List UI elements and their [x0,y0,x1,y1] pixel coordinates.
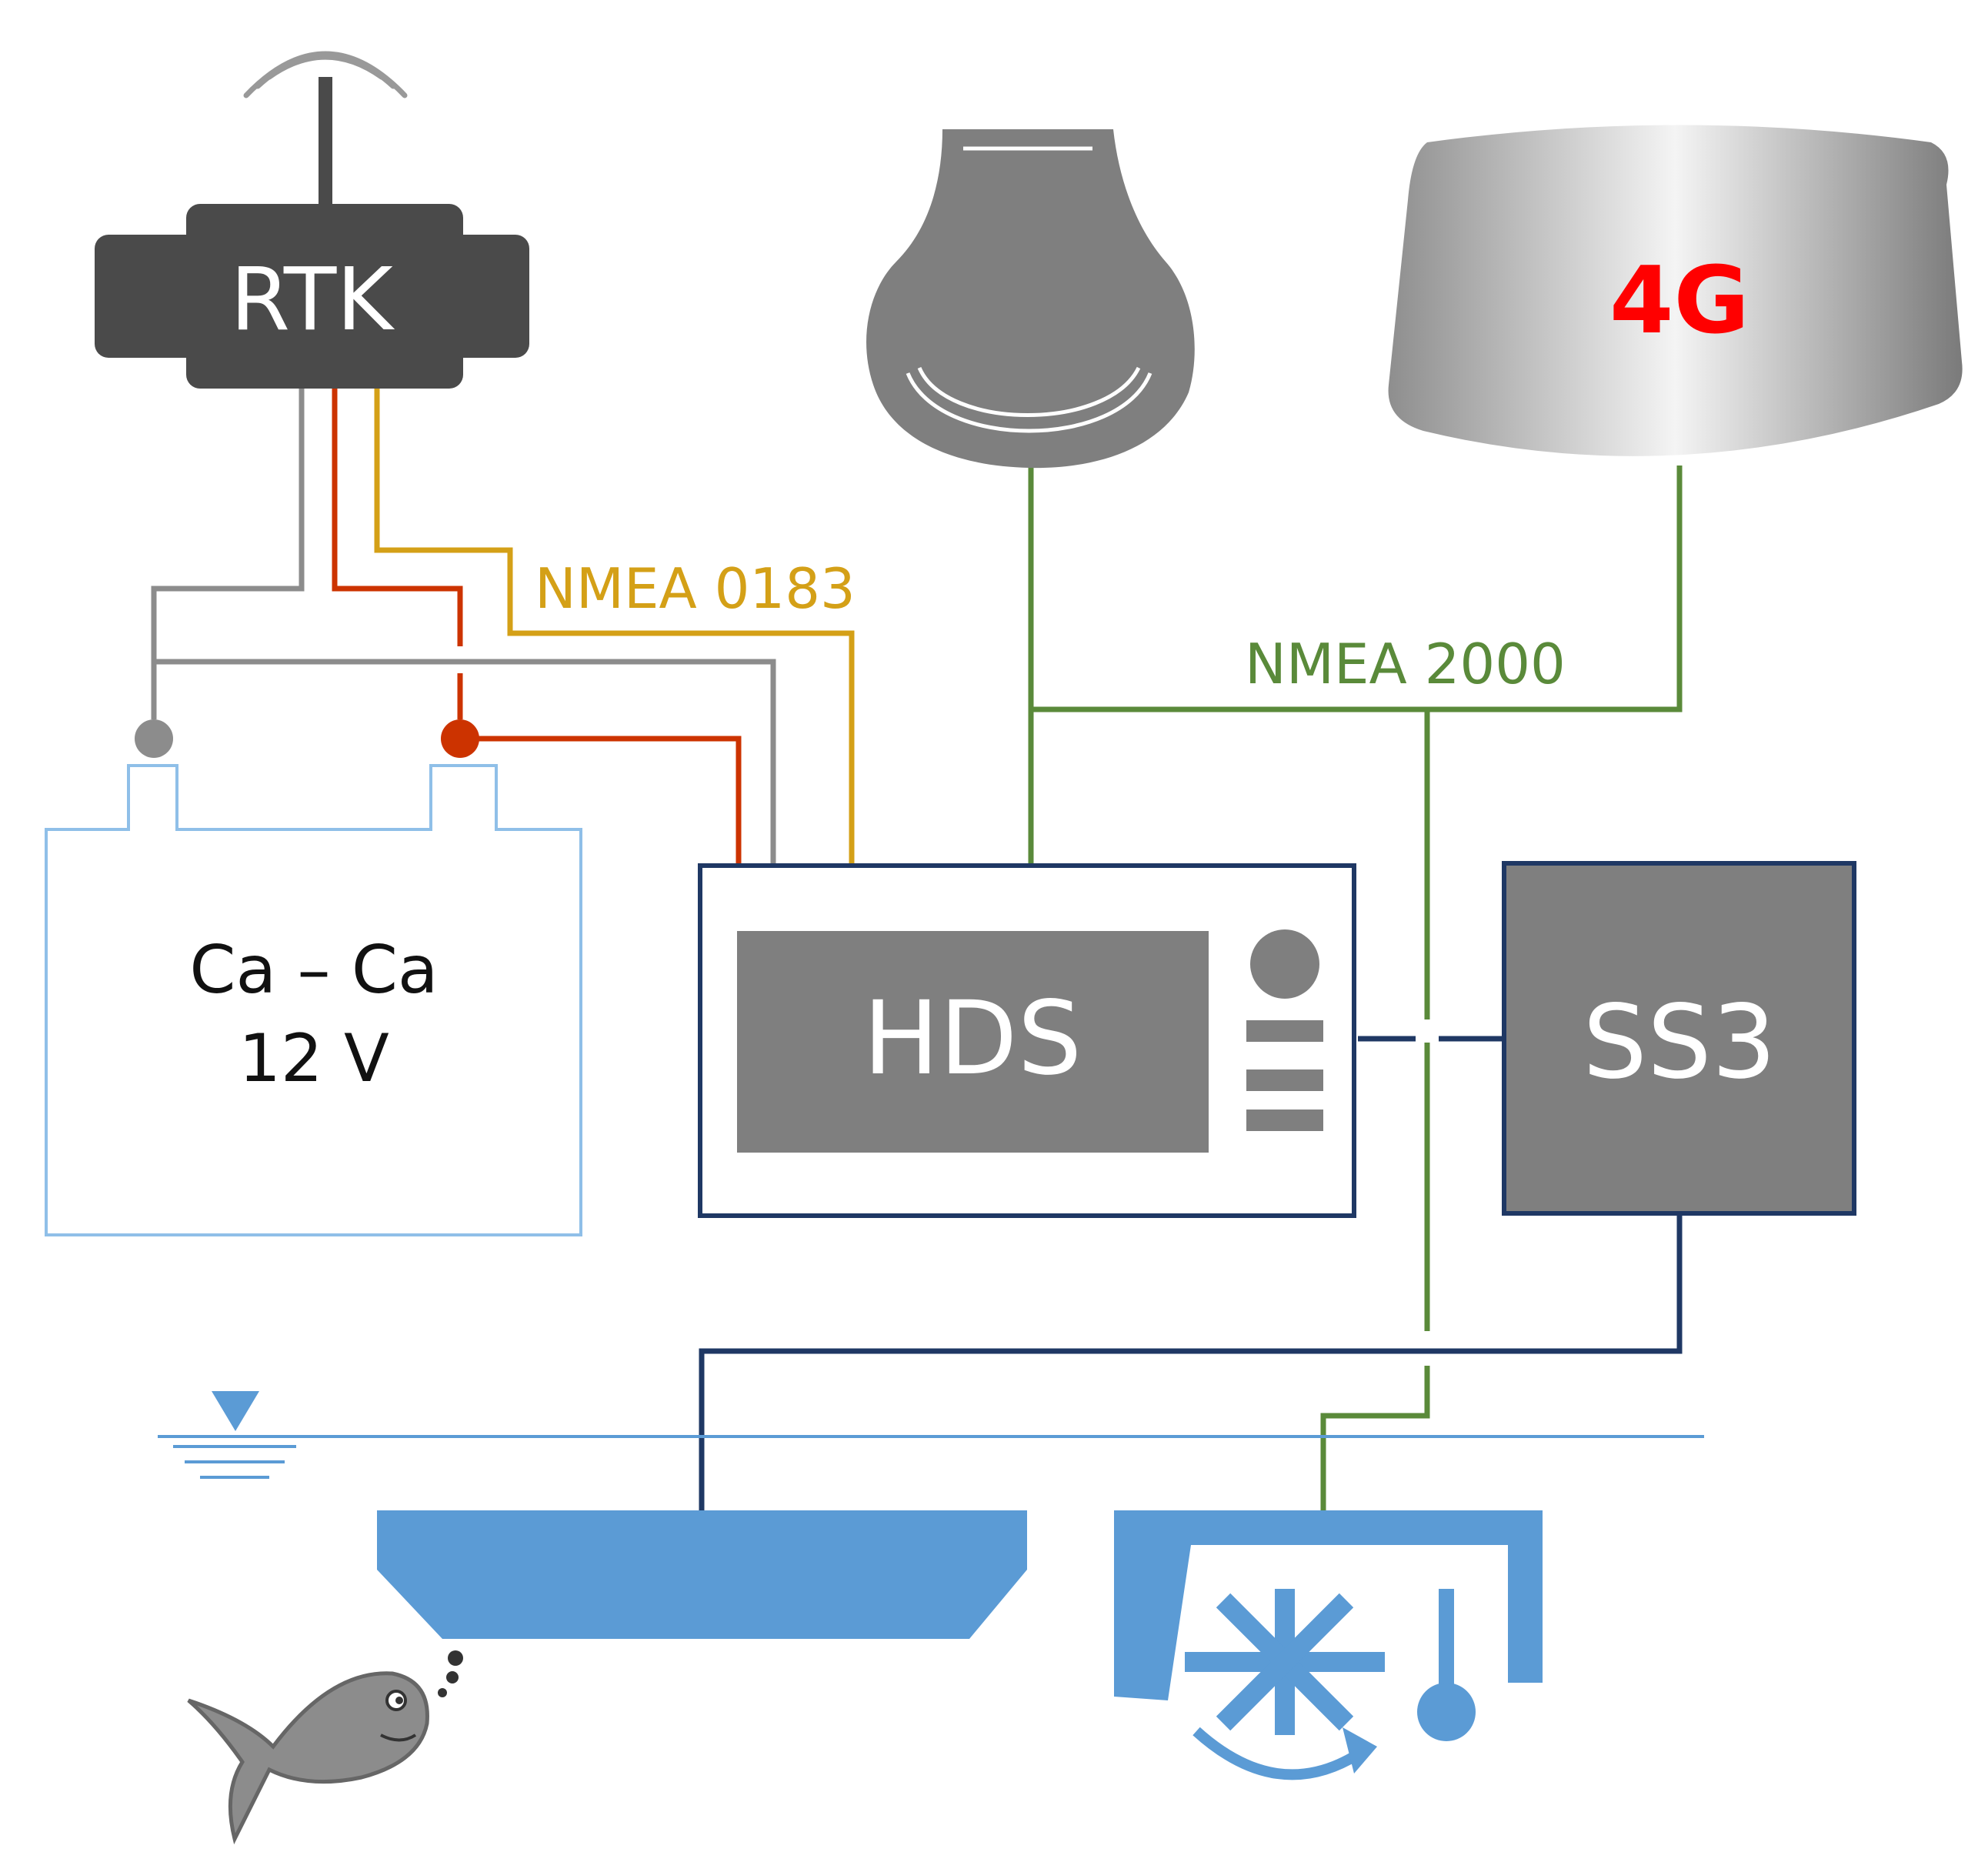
nmea0183-wire [374,385,855,866]
sonar-wire [699,1036,1683,1512]
battery-type-label: Ca – Ca [189,932,438,1009]
knob-icon [1250,929,1319,999]
nmea2000-label: NMEA 2000 [1245,632,1566,696]
hds-display: HDS [698,863,1356,1218]
speed-temp-sensor [1114,1510,1543,1780]
modem-label: 4G [1609,248,1750,355]
thermometer-icon [1417,1589,1476,1741]
ss3-sonar-module: SS3 [1502,861,1856,1216]
nmea0183-label: NMEA 0183 [535,556,856,621]
dome-antenna-icon [866,129,1195,469]
signal-waves-icon [243,51,408,98]
water-level-icon [173,1391,296,1479]
ss3-label: SS3 [1583,983,1776,1102]
negative-terminal [135,719,173,758]
hds-label: HDS [863,979,1082,1098]
nmea2000-wire [1028,466,1683,1512]
button-icon [1246,1069,1323,1091]
battery: Ca – Ca 12 V [45,719,582,1236]
battery-voltage-label: 12 V [238,1020,389,1097]
4g-modem: 4G [1388,125,1963,456]
button-icon [1246,1110,1323,1131]
fish-icon [187,1650,463,1845]
red-wire [332,385,742,866]
rotation-arrow-icon [1192,1727,1361,1780]
button-icon [1246,1020,1323,1042]
positive-terminal [441,719,479,758]
rtk-label: RTK [230,250,395,350]
grey-wire [151,385,776,866]
sonar-transducer [377,1510,1027,1639]
paddle-wheel-icon [1185,1589,1385,1735]
rtk-receiver: RTK [95,51,529,389]
